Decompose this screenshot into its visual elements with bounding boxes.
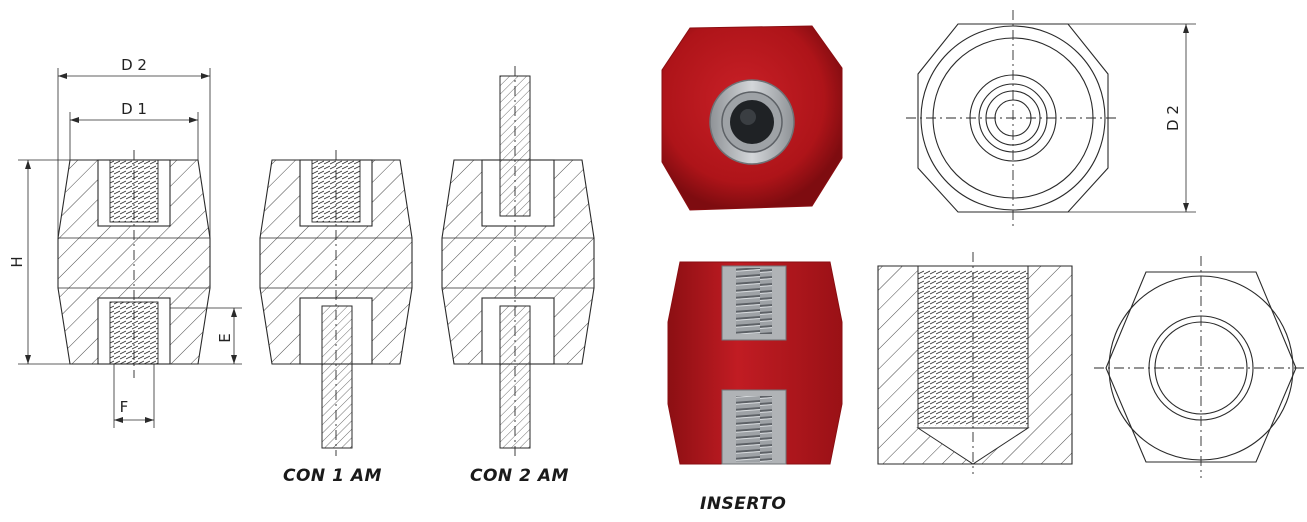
photo-side-cutaway (667, 261, 843, 465)
dim-h-label: H (8, 256, 26, 267)
insert-section-drawing (877, 252, 1073, 474)
section-view-one-stud (259, 150, 413, 456)
dim-d1-label: D 1 (121, 100, 147, 118)
insert-end-view-drawing (1094, 256, 1306, 478)
section-view-two-studs (441, 66, 595, 456)
photo-top-view (661, 25, 843, 211)
stud-bottom (321, 305, 353, 449)
caption-con-2-am: CON 2 AM (470, 466, 569, 486)
dim-e-label: E (216, 333, 234, 342)
dim-f-label: F (120, 398, 129, 416)
top-view-drawing: D 2 (906, 10, 1196, 228)
caption-inserto: INSERTO (700, 494, 787, 514)
dim-d2-side-label: D 2 (1164, 105, 1182, 131)
caption-con-1-am: CON 1 AM (283, 466, 382, 486)
section-view-dimensioned: D 2 D 1 H E F (8, 56, 242, 428)
dim-d2-label: D 2 (121, 56, 147, 74)
